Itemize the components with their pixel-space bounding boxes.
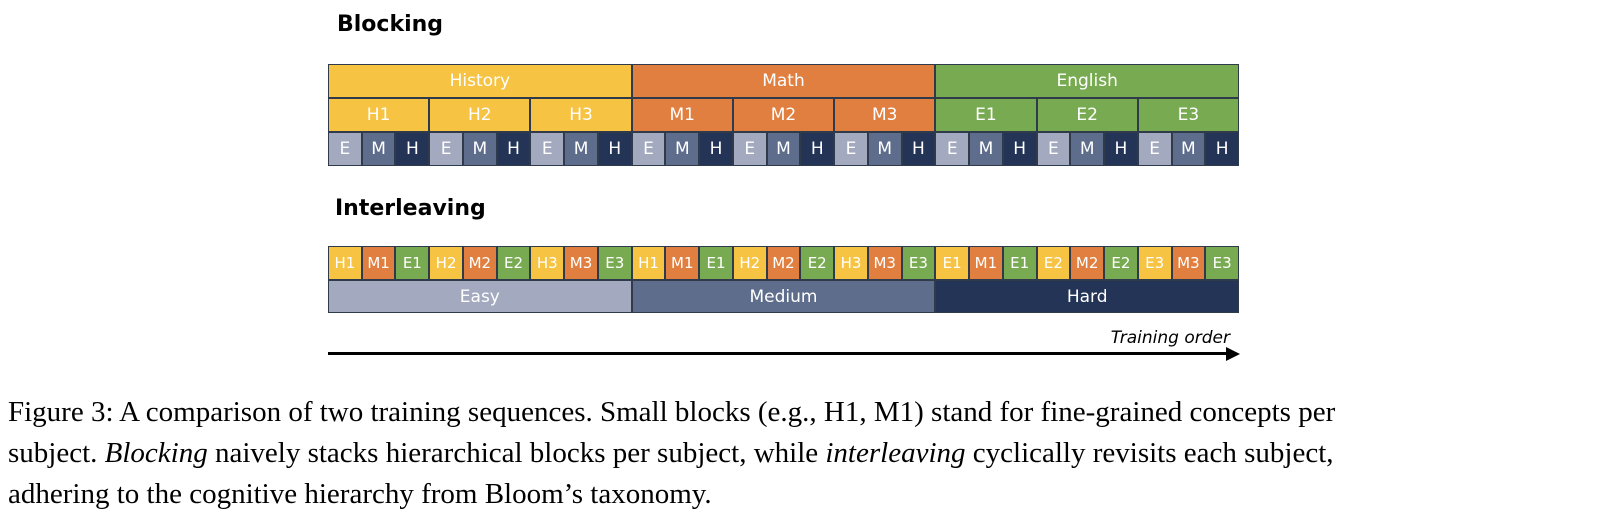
interleaved-block-e1: E1: [699, 246, 733, 280]
level-block-h1-m: M: [361, 132, 396, 166]
level-block-e3-m: M: [1171, 132, 1206, 166]
level-block-e3-e: E: [1137, 132, 1172, 166]
interleaved-block-m3: M3: [867, 246, 902, 280]
interleaved-block-m2: M2: [1070, 246, 1105, 280]
level-block-h3-e: E: [530, 132, 565, 166]
concept-block-h2: H2: [429, 98, 531, 132]
concept-block-e3: E3: [1137, 98, 1239, 132]
interleaved-block-m1: M1: [969, 246, 1003, 280]
subject-block-math: Math: [631, 64, 936, 98]
level-block-m2-m: M: [766, 132, 801, 166]
level-block-e2-e: E: [1036, 132, 1071, 166]
interleaved-block-e2: E2: [496, 246, 531, 280]
level-block-m2-e: E: [732, 132, 767, 166]
caption-line-3: adhering to the cognitive hierarchy from…: [8, 478, 712, 510]
interleaved-block-e3: E3: [901, 246, 936, 280]
caption-text: cyclically revisits each subject,: [965, 437, 1334, 469]
level-block-e2-m: M: [1070, 132, 1105, 166]
level-block-h1-e: E: [328, 132, 362, 166]
concept-block-h1: H1: [328, 98, 430, 132]
interleaved-block-h2: H2: [429, 246, 463, 280]
caption-line-1: Figure 3: A comparison of two training s…: [8, 396, 1336, 428]
interleaved-block-m1: M1: [665, 246, 700, 280]
level-block-m3-e: E: [834, 132, 868, 166]
interleaving-title: Interleaving: [335, 196, 486, 221]
interleaved-block-m3: M3: [564, 246, 598, 280]
caption-text: naively stacks hierarchical blocks per s…: [207, 437, 826, 469]
training-order-label: Training order: [1110, 328, 1230, 348]
concept-block-m2: M2: [732, 98, 835, 132]
level-block-e1-m: M: [969, 132, 1003, 166]
level-block-h2-h: H: [496, 132, 531, 166]
interleaved-block-m1: M1: [361, 246, 396, 280]
level-block-h3-m: M: [564, 132, 598, 166]
arrow-head-icon: [1226, 347, 1240, 361]
blocking-title: Blocking: [337, 12, 444, 37]
level-block-e2-h: H: [1104, 132, 1138, 166]
level-block-e1-h: H: [1002, 132, 1037, 166]
interleaved-block-e3: E3: [1205, 246, 1239, 280]
level-block-h2-e: E: [429, 132, 463, 166]
interleaved-block-h1: H1: [631, 246, 666, 280]
interleaved-block-h2: H2: [732, 246, 767, 280]
level-block-m3-m: M: [867, 132, 902, 166]
level-block-h2-m: M: [462, 132, 497, 166]
difficulty-band-easy: Easy: [328, 280, 632, 313]
interleaved-block-m2: M2: [462, 246, 497, 280]
training-order-arrow-line: [328, 352, 1228, 355]
interleaved-block-e3: E3: [597, 246, 632, 280]
level-block-m3-h: H: [901, 132, 936, 166]
interleaved-block-e2: E2: [800, 246, 835, 280]
interleaved-block-h3: H3: [530, 246, 565, 280]
interleaved-block-e3: E3: [1137, 246, 1172, 280]
level-block-m1-h: H: [699, 132, 733, 166]
concept-block-m1: M1: [631, 98, 733, 132]
interleaved-block-e1: E1: [395, 246, 430, 280]
difficulty-band-hard: Hard: [935, 280, 1239, 313]
interleaved-block-e1: E1: [1002, 246, 1037, 280]
level-block-h1-h: H: [395, 132, 430, 166]
interleaved-block-e1: E1: [935, 246, 970, 280]
caption-line-2: subject. Blocking naively stacks hierarc…: [8, 433, 1598, 474]
level-block-m1-e: E: [631, 132, 666, 166]
caption-emphasis-interleaving: interleaving: [825, 437, 966, 469]
caption-emphasis-blocking: Blocking: [104, 437, 208, 469]
interleaved-block-e2: E2: [1104, 246, 1138, 280]
interleaved-block-m2: M2: [766, 246, 801, 280]
caption-text: subject.: [8, 437, 105, 469]
level-block-e1-e: E: [935, 132, 970, 166]
subject-block-english: English: [935, 64, 1239, 98]
subject-block-history: History: [328, 64, 632, 98]
figure-caption: Figure 3: A comparison of two training s…: [8, 392, 1598, 515]
interleaved-block-h3: H3: [834, 246, 868, 280]
interleaved-block-h1: H1: [328, 246, 362, 280]
concept-block-m3: M3: [834, 98, 936, 132]
level-block-h3-h: H: [597, 132, 632, 166]
interleaved-block-e2: E2: [1036, 246, 1071, 280]
level-block-m1-m: M: [665, 132, 700, 166]
difficulty-band-medium: Medium: [631, 280, 936, 313]
concept-block-h3: H3: [530, 98, 632, 132]
level-block-e3-h: H: [1205, 132, 1239, 166]
concept-block-e2: E2: [1036, 98, 1138, 132]
interleaved-block-m3: M3: [1171, 246, 1206, 280]
concept-block-e1: E1: [935, 98, 1037, 132]
level-block-m2-h: H: [800, 132, 835, 166]
